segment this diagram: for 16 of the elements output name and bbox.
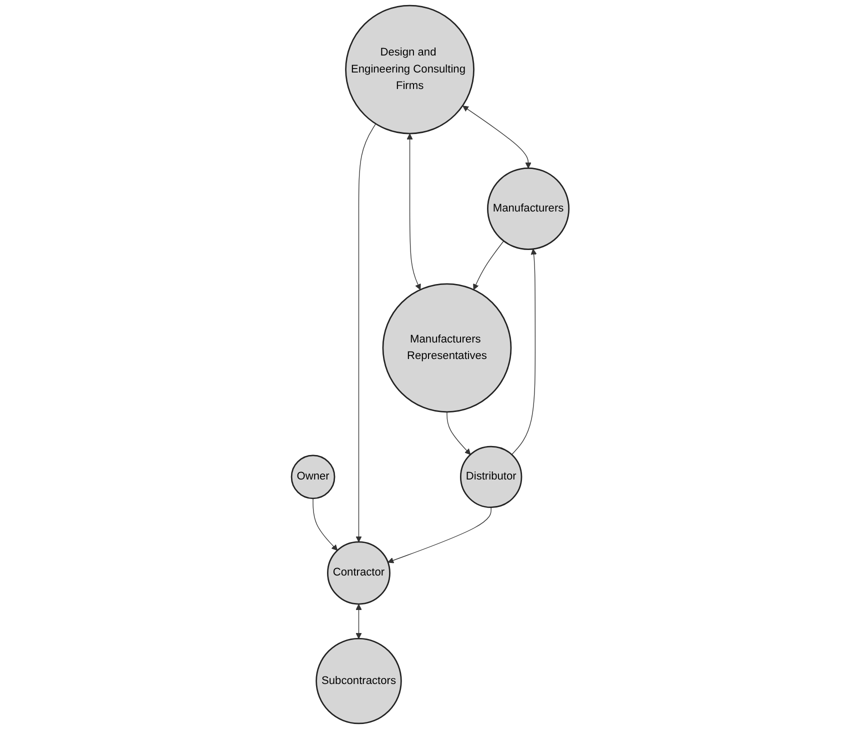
arrow <box>387 506 492 564</box>
arrow <box>356 604 362 639</box>
arrow <box>446 412 471 455</box>
node-circle: Manufacturers Representatives <box>382 283 512 413</box>
arrow <box>312 498 338 551</box>
arrow <box>462 106 532 168</box>
arrow <box>511 248 537 455</box>
node-circle: Distributor <box>460 446 522 508</box>
arrow <box>406 134 421 290</box>
node-circle: Subcontractors <box>315 638 402 724</box>
node-circle: Contractor <box>326 541 390 605</box>
node-circle: Owner <box>290 454 336 500</box>
arrow <box>356 123 376 542</box>
node-circle: Manufacturers <box>486 167 570 250</box>
arrow <box>472 240 504 290</box>
node-circle: Design and Engineering Consulting Firms <box>344 4 474 134</box>
